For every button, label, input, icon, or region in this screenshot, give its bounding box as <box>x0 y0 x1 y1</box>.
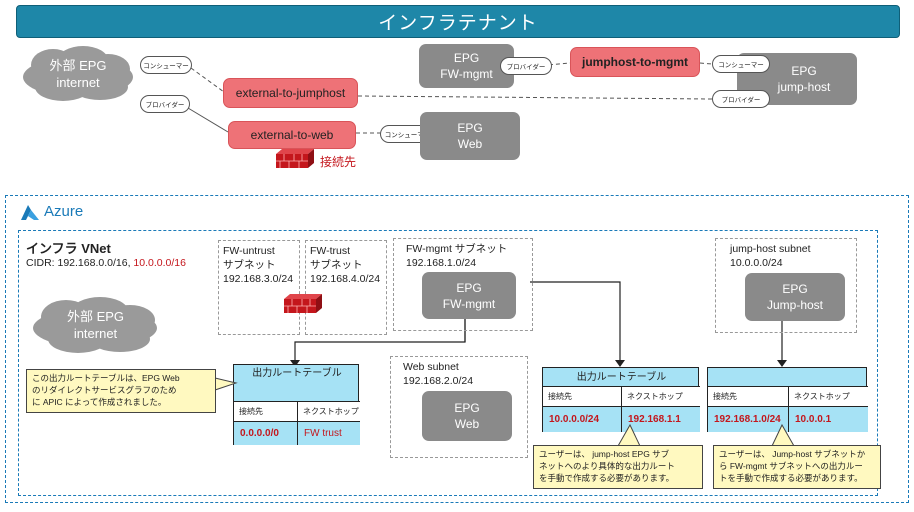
contract-jumphost-to-mgmt[interactable]: jumphost-to-mgmt <box>570 47 700 77</box>
note-line: ネットへのより具体的な出力ルート <box>539 461 675 471</box>
route-table-title: 出力ルートテーブル <box>252 368 342 379</box>
firewall-icon <box>272 146 316 170</box>
subnet-name: jump-host subnet <box>730 243 811 255</box>
cidr-primary: CIDR: 192.168.0.0/16, <box>26 257 134 269</box>
cidr-secondary: 10.0.0.0/16 <box>133 257 186 269</box>
cloud-subtitle: internet <box>56 75 100 90</box>
note-line: のリダイレクトサービスグラフのため <box>32 385 177 395</box>
route-table-title: 出力ルートテーブル <box>576 372 667 383</box>
note-fw-mgmt-route: ユーザーは、 Jump-host サブネットか ら FW-mgmt サブネットへ… <box>713 445 881 489</box>
subnet-label: サブネット <box>223 259 276 271</box>
subnet-name: FW-untrust <box>223 245 275 257</box>
header-destination: 接続先 <box>543 386 621 406</box>
route-table-jump-host: 接続先 ネクストホップ 192.168.1.0/24 10.0.0.1 <box>707 367 868 432</box>
azure-region <box>5 195 909 503</box>
subnet-cidr: 192.168.3.0/24 <box>223 273 294 285</box>
note-line: ら FW-mgmt サブネットへの出力ルー <box>719 461 863 471</box>
subnet-name: Web subnet <box>403 361 459 373</box>
epg-label: EPG <box>782 282 808 296</box>
fw-trust-subnet: FW-trust サブネット 192.168.4.0/24 <box>305 240 387 335</box>
contract-external-to-web[interactable]: external-to-web <box>228 121 356 149</box>
epg-fw-mgmt-top[interactable]: EPG FW-mgmt <box>419 44 514 88</box>
epg-label: EPG <box>454 401 480 415</box>
route-table-fw-mgmt: 出力ルートテーブル 接続先 ネクストホップ 10.0.0.0/24 192.16… <box>542 367 700 432</box>
azure-logo-icon <box>20 204 40 222</box>
route-table-web: 出力ルートテーブル 接続先 ネクストホップ 0.0.0.0/0 FW trust <box>233 364 360 445</box>
subnet-cidr: 192.168.4.0/24 <box>310 273 381 285</box>
fw-provider-pill: プロバイダー <box>500 57 552 75</box>
jump-host-subnet: jump-host subnet 10.0.0.0/24 <box>715 238 857 333</box>
contract-external-to-jumphost[interactable]: external-to-jumphost <box>223 78 358 108</box>
route-destination: 0.0.0.0/0 <box>234 421 297 445</box>
firewall-label: 接続先 <box>320 155 357 169</box>
note-line: この出力ルートテーブルは、EPG Web <box>32 373 180 383</box>
fw-mgmt-subnet: FW-mgmt サブネット 192.168.1.0/24 <box>393 238 533 331</box>
epg-name: FW-mgmt <box>442 296 496 311</box>
jump-consumer-pill: コンシューマー <box>712 55 770 73</box>
subnet-label: サブネット <box>310 259 363 271</box>
cloud-title: 外部 EPG <box>49 58 107 73</box>
epg-fw-mgmt-azure[interactable]: EPG FW-mgmt <box>422 272 516 319</box>
epg-name: Jump-host <box>766 298 824 312</box>
contract-label: external-to-jumphost <box>235 86 346 100</box>
header-next-hop: ネクストホップ <box>621 386 700 406</box>
external-epg-cloud-azure: 外部 EPG internet <box>28 295 163 355</box>
route-next-hop: 192.168.1.1 <box>621 406 700 432</box>
external-epg-cloud-top: 外部 EPG internet <box>18 45 138 103</box>
note-line: トを手動で作成する必要があります。 <box>719 473 863 483</box>
header-next-hop: ネクストホップ <box>788 386 868 406</box>
subnet-cidr: 192.168.2.0/24 <box>403 375 474 387</box>
header-destination: 接続先 <box>708 386 788 406</box>
web-subnet: Web subnet 192.168.2.0/24 <box>390 356 528 458</box>
epg-label: EPG <box>453 51 480 65</box>
route-destination: 192.168.1.0/24 <box>708 406 788 432</box>
azure-title: Azure <box>44 203 84 220</box>
infra-vnet <box>18 230 878 496</box>
cloud-icon <box>23 46 133 101</box>
cloud-subtitle: internet <box>73 326 118 341</box>
epg-name: jump-host <box>777 80 831 94</box>
tenant-title: インフラテナント <box>378 13 538 34</box>
note-line: に APIC によって作成されました。 <box>32 397 167 407</box>
epg-web-azure[interactable]: EPG Web <box>422 391 512 441</box>
cloud-icon <box>33 297 157 353</box>
vnet-cidr: CIDR: 192.168.0.0/16, 10.0.0.0/16 <box>26 257 186 269</box>
contract-label: external-to-web <box>250 128 334 142</box>
subnet-cidr: 10.0.0.0/24 <box>730 257 783 269</box>
note-line: を手動で作成する必要があります。 <box>539 473 675 483</box>
epg-web-top[interactable]: EPG Web <box>420 112 520 160</box>
cloud-title: 外部 EPG <box>66 309 125 324</box>
note-line: ユーザーは、 jump-host EPG サブ <box>539 449 670 459</box>
epg-name: Web <box>454 417 480 431</box>
firewall-icon <box>280 291 324 315</box>
epg-name: Web <box>457 137 483 151</box>
fw-untrust-subnet: FW-untrust サブネット 192.168.3.0/24 <box>218 240 300 335</box>
subnet-name: FW-mgmt サブネット <box>406 243 508 255</box>
epg-jump-host-azure[interactable]: EPG Jump-host <box>745 273 845 321</box>
note-apic-route-table: この出力ルートテーブルは、EPG Web のリダイレクトサービスグラフのため に… <box>26 369 216 413</box>
epg-label: EPG <box>791 64 817 78</box>
jump-provider-pill: プロバイダー <box>712 90 770 108</box>
note-line: ユーザーは、 Jump-host サブネットか <box>719 449 866 459</box>
epg-name: FW-mgmt <box>440 67 493 81</box>
epg-label: EPG <box>456 280 482 295</box>
subnet-cidr: 192.168.1.0/24 <box>406 257 477 269</box>
tenant-banner: インフラテナント <box>16 5 900 38</box>
note-jump-host-route: ユーザーは、 jump-host EPG サブ ネットへのより具体的な出力ルート… <box>533 445 703 489</box>
subnet-name: FW-trust <box>310 245 351 257</box>
header-destination: 接続先 <box>234 401 297 421</box>
vnet-title: インフラ VNet <box>26 241 111 256</box>
epg-label: EPG <box>457 121 483 135</box>
consumer-pill: コンシューマー <box>140 56 192 74</box>
header-next-hop: ネクストホップ <box>297 401 360 421</box>
route-next-hop: 10.0.0.1 <box>788 406 868 432</box>
provider-pill: プロバイダー <box>140 95 190 113</box>
epg-jump-host-top[interactable]: EPG jump-host <box>737 53 857 105</box>
contract-label: jumphost-to-mgmt <box>582 55 688 69</box>
route-next-hop: FW trust <box>297 421 360 445</box>
route-destination: 10.0.0.0/24 <box>543 406 621 432</box>
